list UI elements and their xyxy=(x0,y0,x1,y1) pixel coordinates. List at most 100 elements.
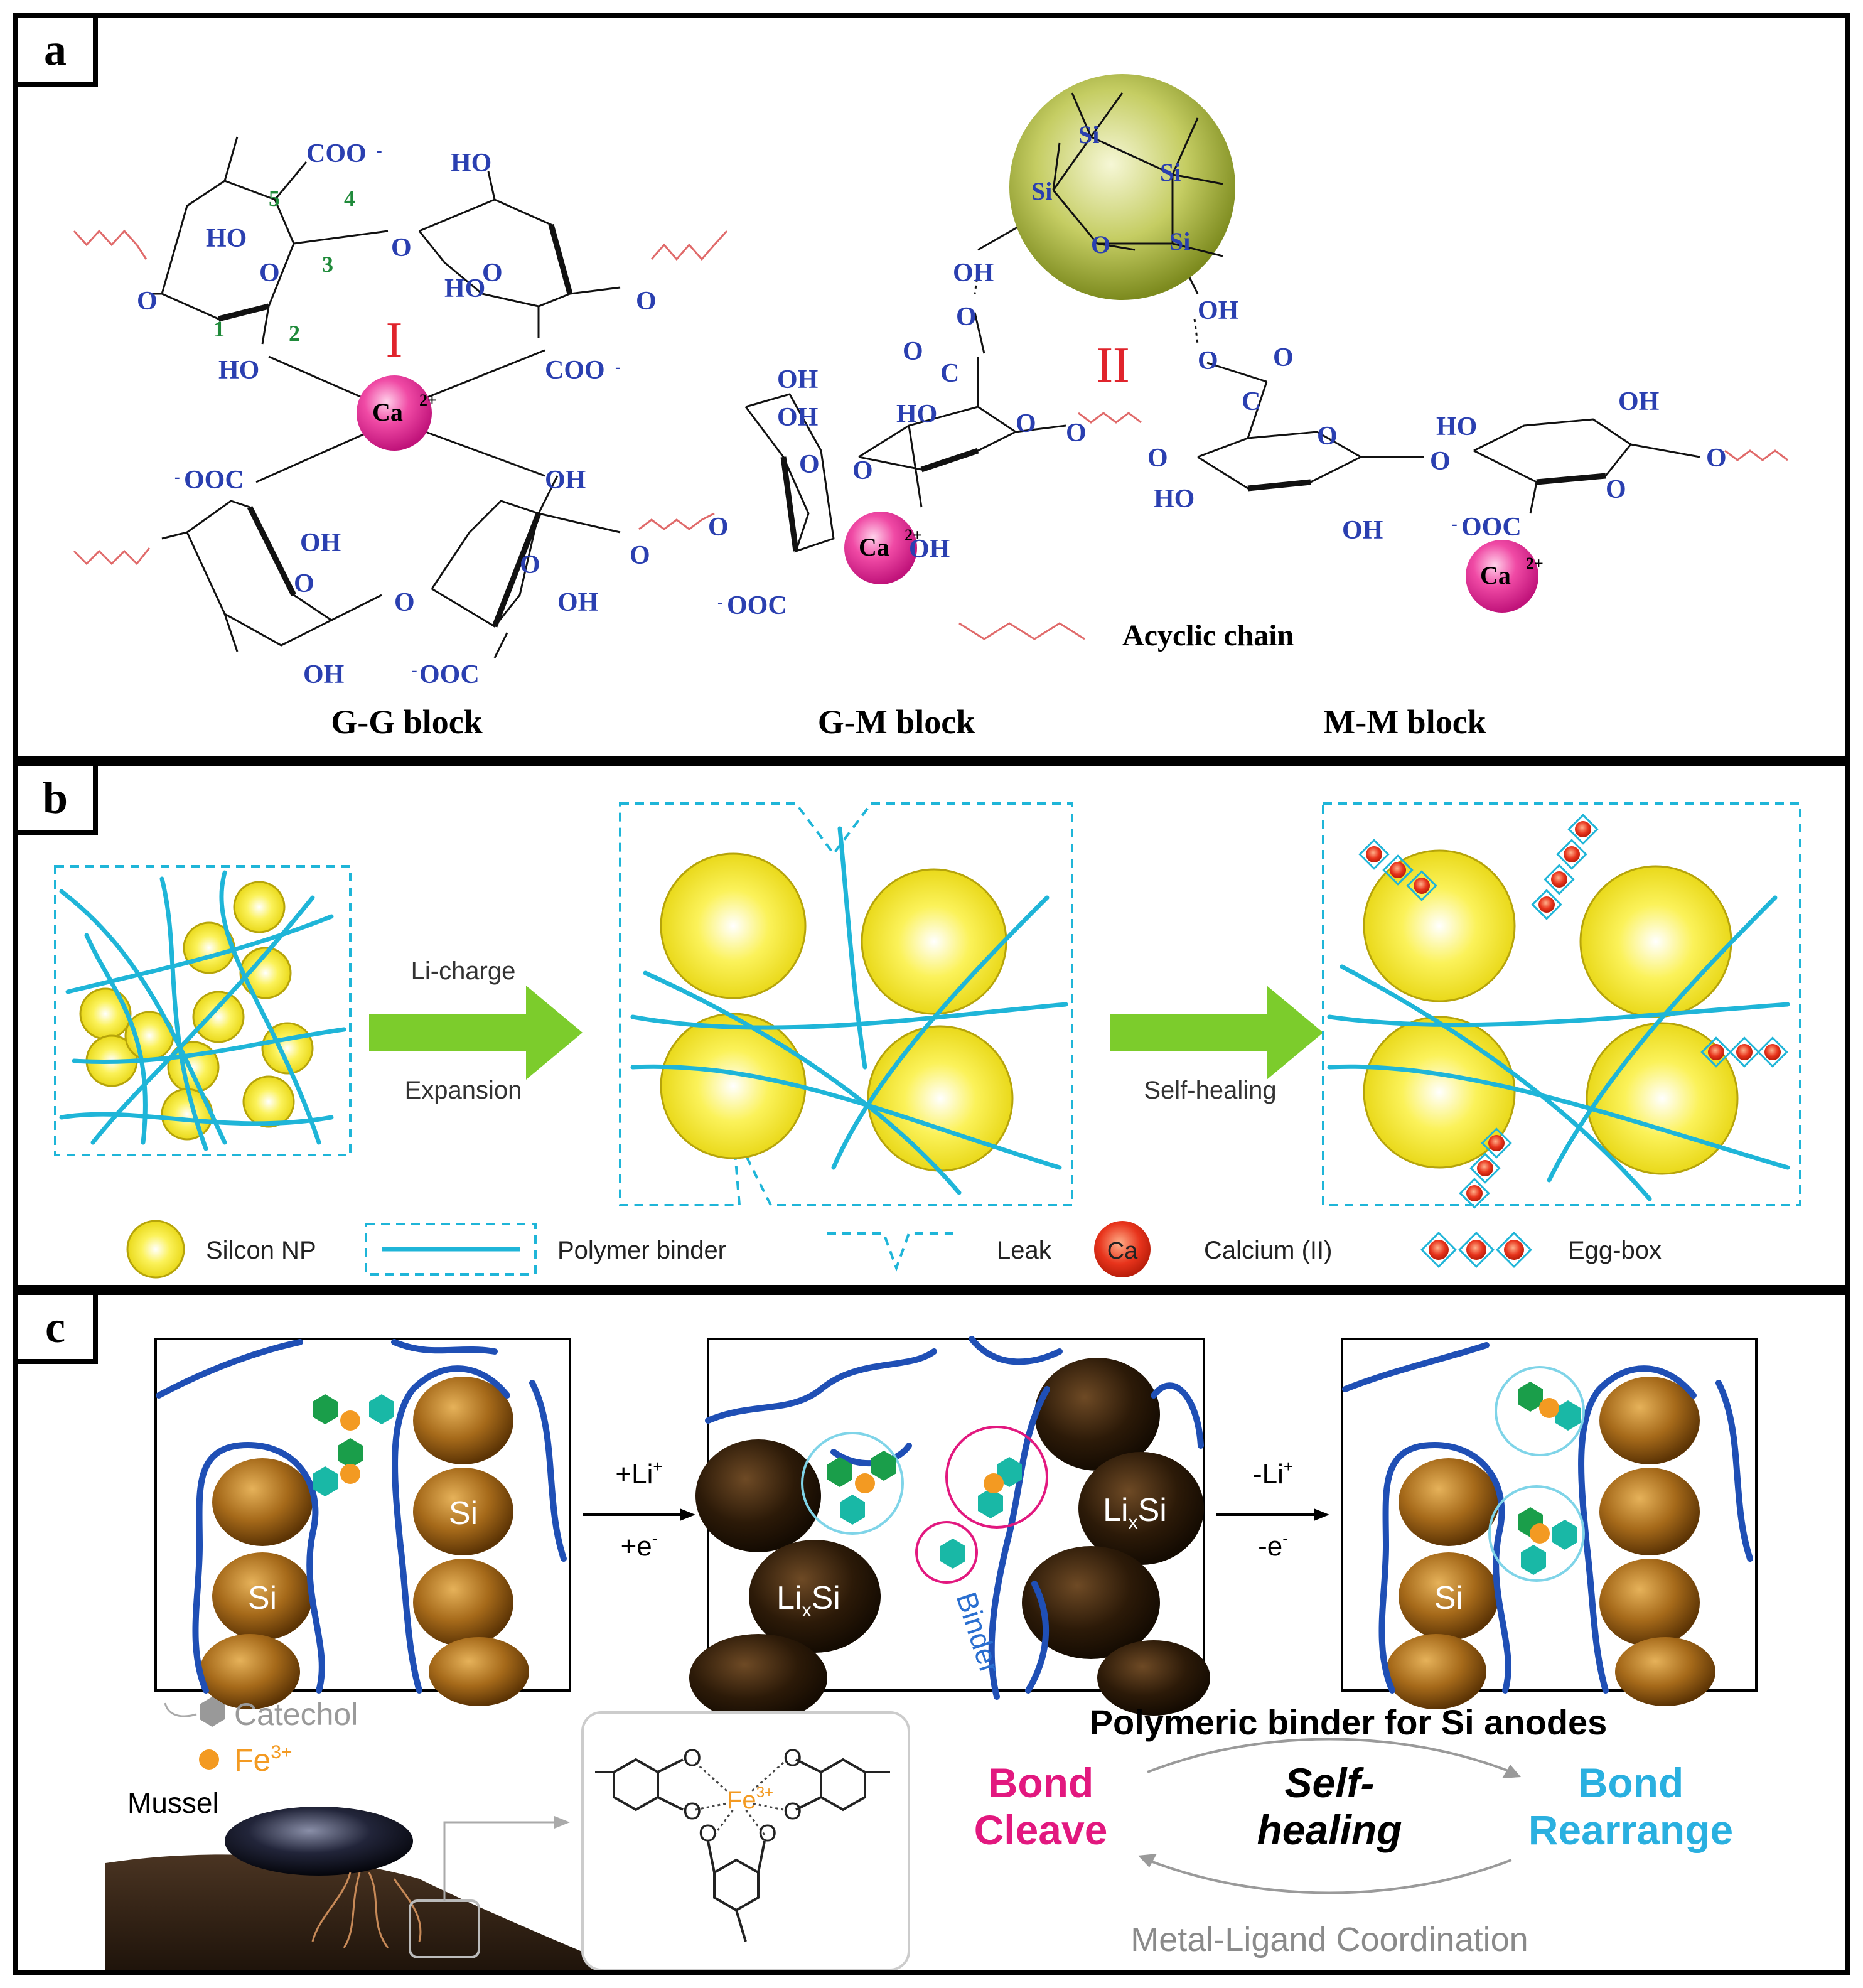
fe-legend-icon xyxy=(199,1749,219,1770)
carbon-number-5: 5 xyxy=(269,186,280,211)
o-label-23: O xyxy=(1706,444,1727,473)
ca-label-1: Ca xyxy=(372,398,403,426)
ooc-label-4: OOC xyxy=(1461,513,1522,542)
o-label-14: O xyxy=(1066,419,1087,448)
panel-b: b xyxy=(13,761,1850,1290)
li-charge-label: Li-charge xyxy=(411,957,516,985)
legend-binder-label: Polymer binder xyxy=(557,1237,726,1264)
cycle-arrow-bottom xyxy=(1147,1859,1512,1894)
complex-fe-label: Fe3+ xyxy=(727,1784,773,1814)
mussel-icon xyxy=(225,1807,413,1876)
ho-label-4: HO xyxy=(218,356,259,385)
acyclic-chains xyxy=(73,229,1788,640)
egg-box-chains xyxy=(1358,814,1788,1209)
o-label-18: O xyxy=(1273,343,1294,372)
carbon-number-1: 1 xyxy=(213,316,225,341)
svg-text:-: - xyxy=(377,141,382,159)
self-healing-label: Self-healing xyxy=(1144,1077,1276,1104)
acyclic-chain-label: Acyclic chain xyxy=(1122,619,1294,652)
cycle-arrow-top xyxy=(1147,1738,1512,1773)
fe-label: Fe3+ xyxy=(234,1742,293,1778)
gm-block-label: G-M block xyxy=(818,703,975,741)
panel-a: a xyxy=(13,13,1850,761)
svg-text:-: - xyxy=(615,358,621,376)
ho-label-7: HO xyxy=(1436,412,1477,441)
o-label-5: O xyxy=(636,287,657,316)
o-label-6: O xyxy=(294,569,314,598)
carbon-number-3: 3 xyxy=(322,252,333,277)
svg-text:-: - xyxy=(412,661,417,679)
si-label-4: Si xyxy=(1169,227,1190,255)
o-label-7: O xyxy=(520,551,540,579)
panel-a-structure: Si Si Si Si O Ca Ca Ca 2+ 2+ 2+ I II COO xyxy=(73,74,1788,741)
o-label-4: O xyxy=(137,287,158,316)
coo-label-1: COO xyxy=(306,139,367,168)
ho-label-1: HO xyxy=(451,149,491,178)
oh-label-1: OH xyxy=(545,466,586,495)
svg-text:O: O xyxy=(699,1820,717,1847)
self-healing-arrow xyxy=(1110,986,1323,1080)
ooc-label-3: OOC xyxy=(727,591,787,620)
ooc-label-2: OOC xyxy=(419,660,480,689)
self-healing-line2: healing xyxy=(1257,1807,1402,1853)
c-label-2: C xyxy=(1242,387,1260,416)
panel-c-tag: c xyxy=(18,1295,98,1364)
o-label-12: O xyxy=(708,513,729,542)
svg-text:2+: 2+ xyxy=(1526,554,1544,572)
oh-label-10: OH xyxy=(1342,516,1383,545)
legend-np-label: Silcon NP xyxy=(206,1237,316,1264)
legend-eggbox-label: Egg-box xyxy=(1568,1237,1662,1264)
expansion-label: Expansion xyxy=(405,1077,522,1104)
svg-text:-: - xyxy=(717,593,723,611)
ooc-label-1: OOC xyxy=(184,466,244,495)
panel-c: c xyxy=(13,1290,1850,1975)
ca-label-2: Ca xyxy=(859,533,889,561)
mm-block-label: M-M block xyxy=(1323,703,1486,741)
site-one-label: I xyxy=(386,313,403,368)
oh-label-2: OH xyxy=(300,529,341,557)
o-label-19: O xyxy=(1147,444,1168,473)
si-label-3: Si xyxy=(1031,177,1052,205)
bond-rearrange-line1: Bond xyxy=(1578,1760,1684,1806)
si-o-label: O xyxy=(1091,230,1110,259)
panel-c-diagram: Si Si Si LixSi LixSi Binder +Li+ +e- -Li… xyxy=(105,1336,1758,1970)
si-label-box1-left: Si xyxy=(248,1580,277,1616)
svg-text:-: - xyxy=(174,468,180,486)
svg-text:2+: 2+ xyxy=(419,391,437,409)
mussel-label: Mussel xyxy=(127,1787,219,1819)
svg-text:O: O xyxy=(783,1745,802,1771)
si-label-box3: Si xyxy=(1434,1580,1463,1616)
legend-leak-icon xyxy=(827,1232,959,1272)
c-label-1: C xyxy=(940,359,959,388)
svg-text:O: O xyxy=(783,1798,802,1825)
panel-b-diagram: Li-charge Expansion Self-healing xyxy=(54,802,1801,1279)
legend-leak-label: Leak xyxy=(997,1237,1052,1264)
minus-li-label: -Li+ xyxy=(1253,1457,1293,1490)
lixsi-label-left: LixSi xyxy=(776,1580,840,1621)
o-label-20: O xyxy=(1317,422,1338,451)
si-label-2: Si xyxy=(1160,158,1181,186)
metal-ligand-label: Metal-Ligand Coordination xyxy=(1130,1921,1528,1958)
oh-label-4: OH xyxy=(303,660,344,689)
o-label-10: O xyxy=(799,450,820,479)
svg-text:O: O xyxy=(758,1820,777,1847)
coo-label-2: COO xyxy=(545,356,605,385)
legend-np-icon xyxy=(126,1220,185,1279)
svg-text:2+: 2+ xyxy=(905,526,922,544)
oh-label-8: OH xyxy=(909,535,950,564)
o-label-11: O xyxy=(852,456,873,485)
oh-label-7: OH xyxy=(953,259,994,287)
self-healing-line1: Self- xyxy=(1284,1760,1374,1806)
legend-binder-icon xyxy=(365,1223,537,1276)
panel-b-tag: b xyxy=(18,766,98,835)
carbon-number-2: 2 xyxy=(289,321,300,346)
o-label-3: O xyxy=(482,259,503,287)
catechol-label: Catechol xyxy=(234,1697,358,1732)
ho-label-3: HO xyxy=(444,274,485,303)
ho-label-5: HO xyxy=(896,400,937,429)
silicon-sphere xyxy=(1009,74,1235,300)
svg-text:-: - xyxy=(1452,515,1458,533)
oh-label-3: OH xyxy=(557,588,598,617)
oh-label-5: OH xyxy=(777,365,818,394)
ho-label-2: HO xyxy=(206,224,247,253)
